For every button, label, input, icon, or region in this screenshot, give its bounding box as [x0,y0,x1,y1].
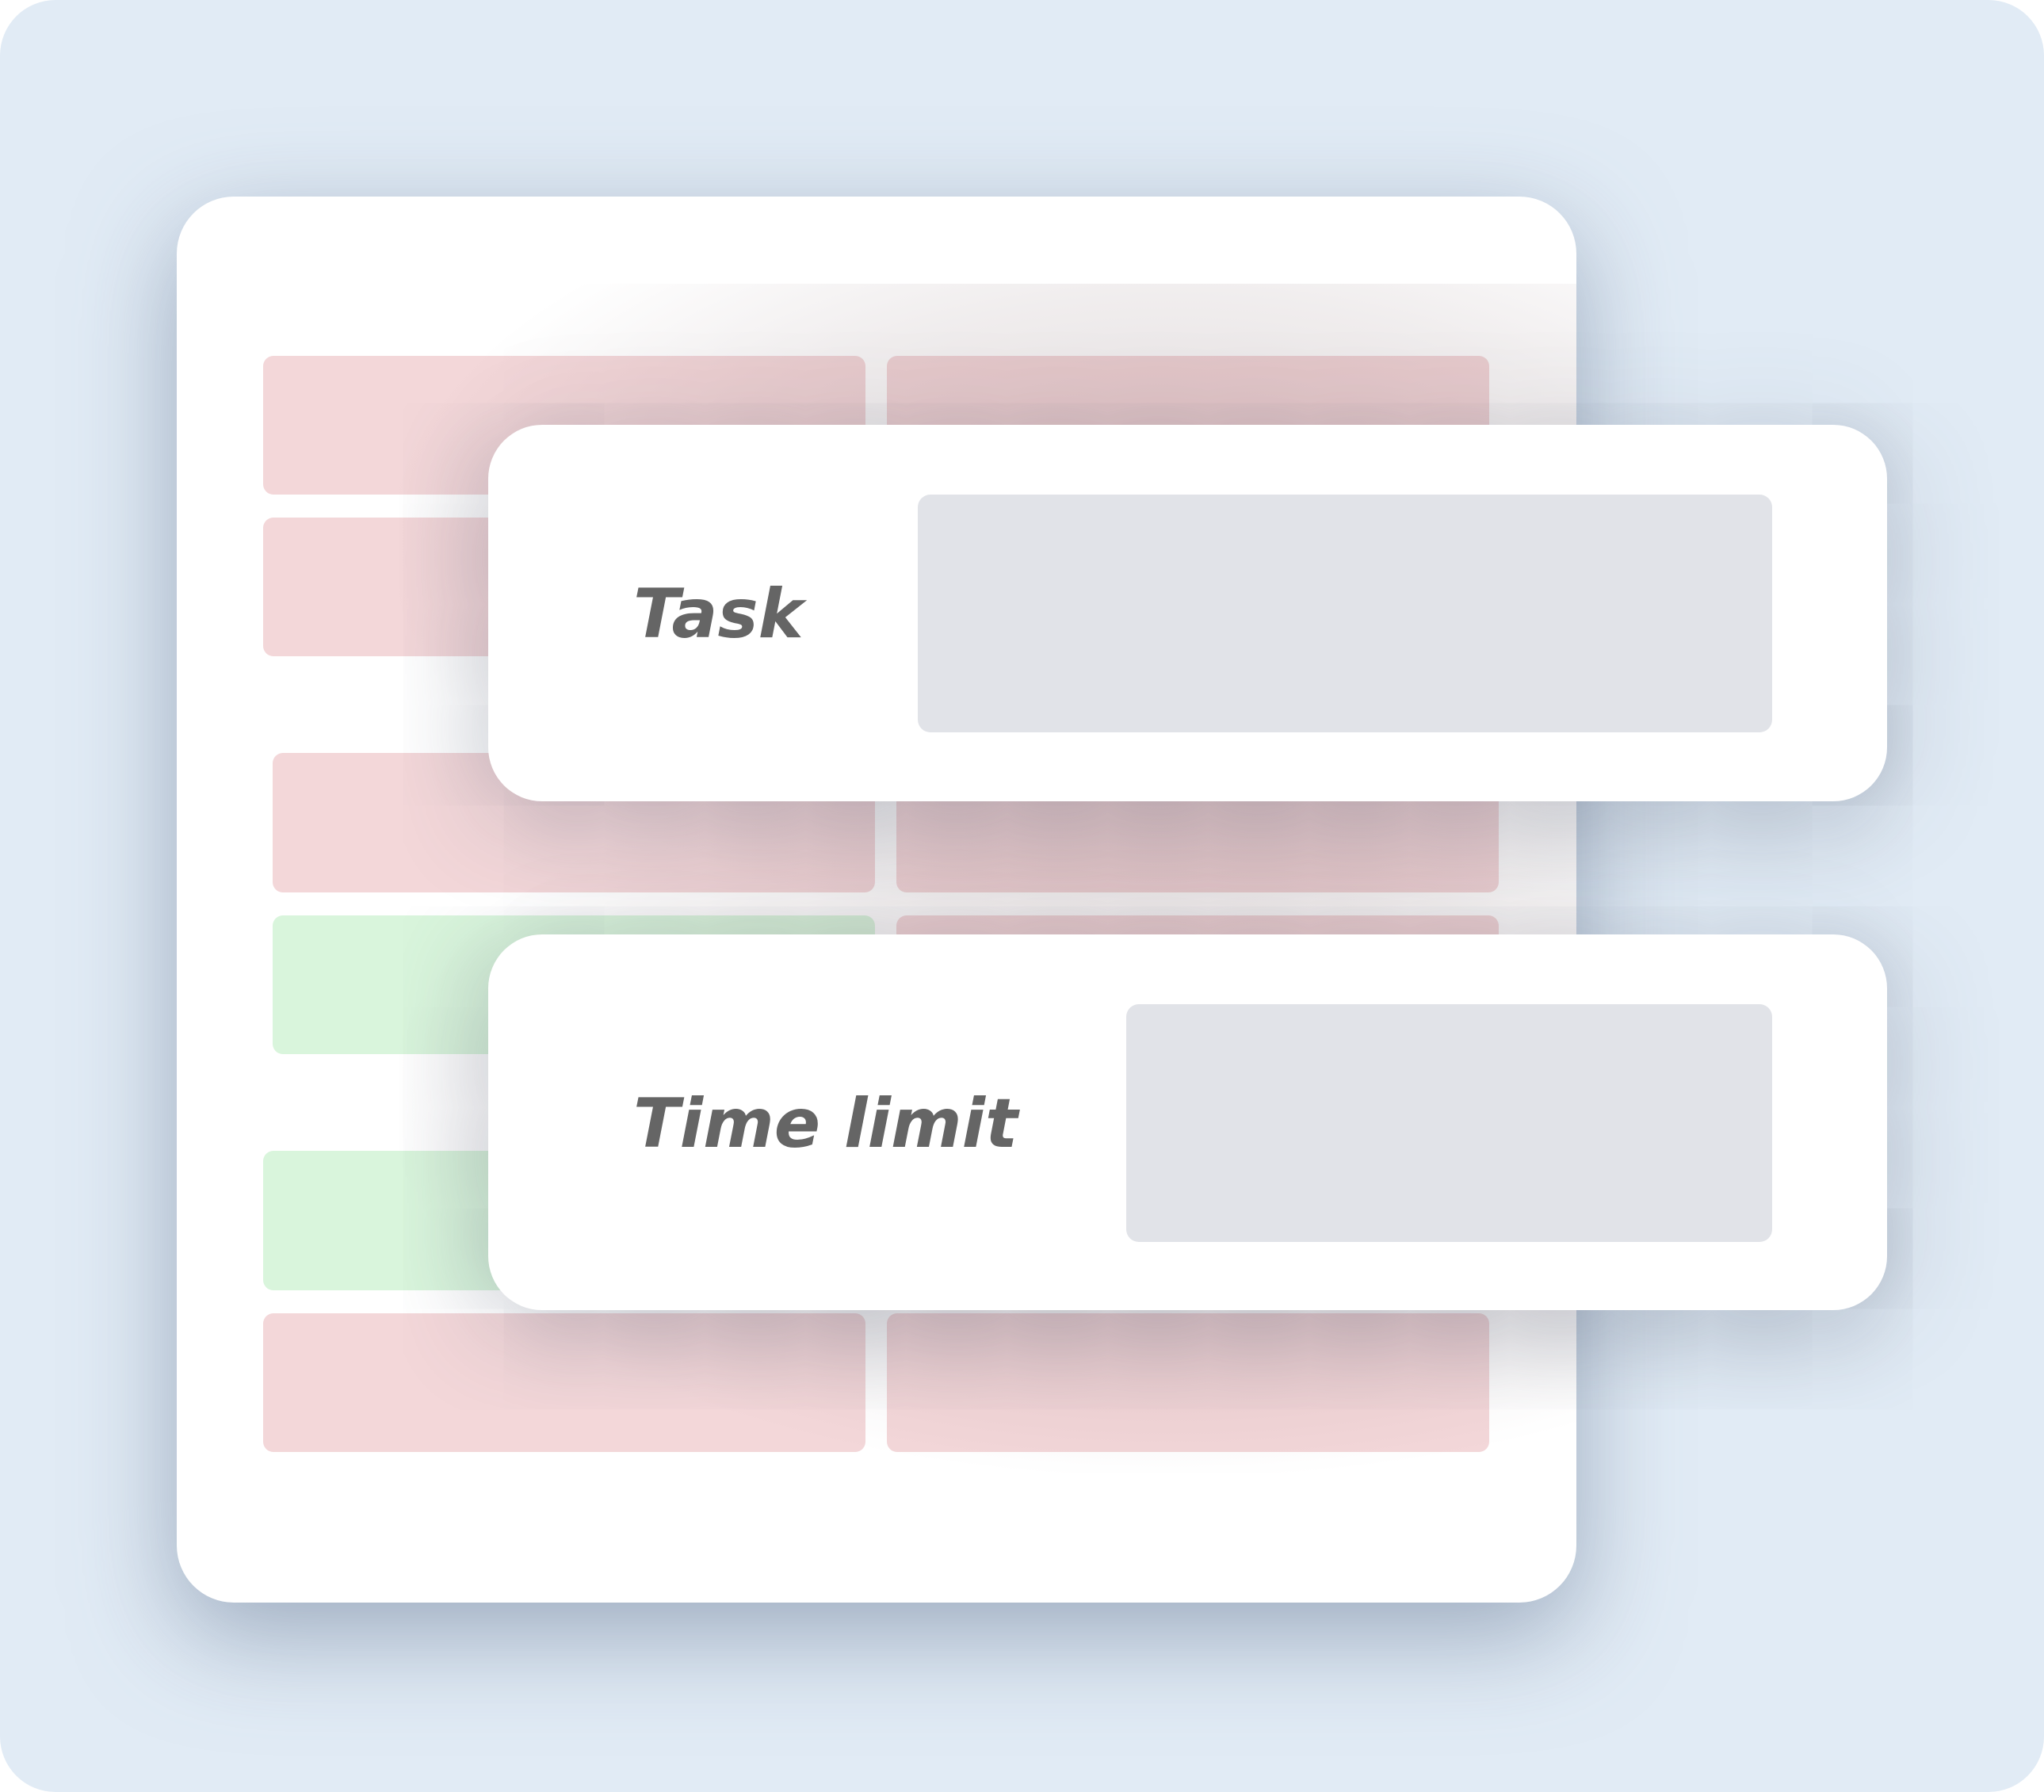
table-cell [887,1313,1489,1452]
time-limit-input[interactable] [1126,1004,1772,1242]
task-panel: Task [488,425,1887,801]
task-label: Task [633,575,804,654]
task-input[interactable] [918,495,1772,732]
background-table-card [177,197,1576,1603]
table-cell [263,1313,865,1452]
time-limit-panel: Time limit [488,934,1887,1310]
time-limit-label: Time limit [633,1084,1018,1163]
